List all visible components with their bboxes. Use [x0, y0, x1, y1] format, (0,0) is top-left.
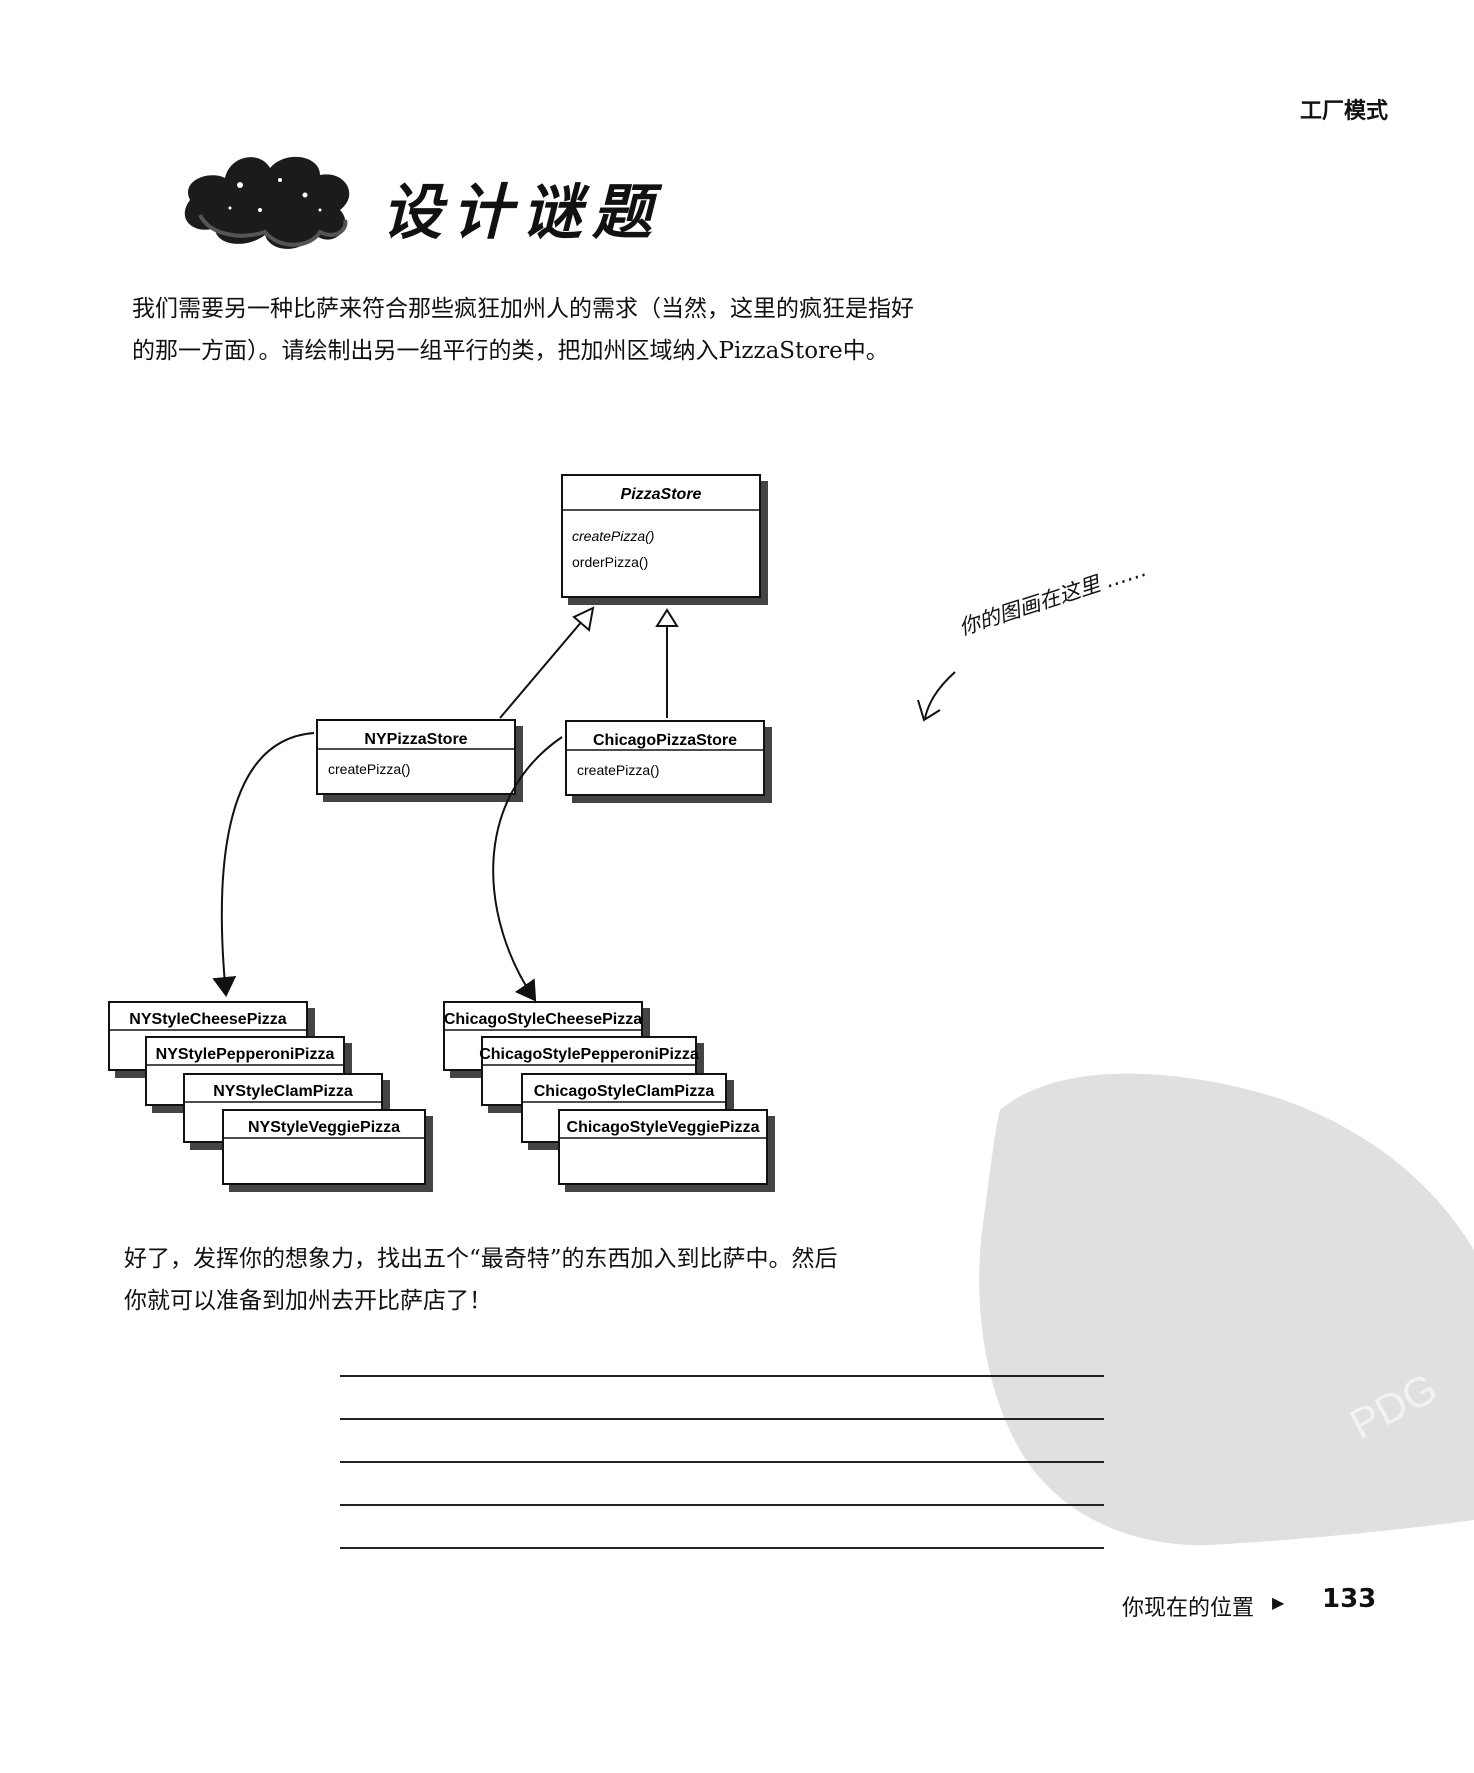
page-number: 133 [1322, 1584, 1377, 1614]
handnote-arrow [924, 671, 956, 719]
class-name: ChicagoPizzaStore [593, 732, 737, 749]
intro-paragraph: 我们需要另一种比萨来符合那些疯狂加州人的需求（当然，这里的疯狂是指好 的那一方面… [132, 288, 1152, 372]
class-name: ChicagoStyleVeggiePizza [567, 1119, 760, 1136]
ny-creates-arrow [212, 732, 315, 997]
class-name: NYStyleCheesePizza [129, 1011, 287, 1028]
class-name: ChicagoStyleClamPizza [534, 1083, 715, 1100]
task-line-2: 你就可以准备到加州去开比萨店了！ [124, 1288, 492, 1314]
handnote-arrowhead [917, 699, 941, 722]
puzzle-piece-icon [184, 156, 350, 249]
footer-location-label: 你现在的位置 [1122, 1596, 1255, 1621]
intro-line-2: 的那一方面）。请绘制出另一组平行的类，把加州区域纳入PizzaStore中。 [132, 338, 889, 364]
puzzle-title: 设计谜题 [382, 178, 662, 248]
inheritance-arrows [499, 606, 679, 719]
class-chicagopizzastore: ChicagoPizzaStore createPizza() [565, 720, 772, 803]
chicago-pizza-stack: ChicagoStyleCheesePizza ChicagoStylePepp… [443, 1001, 775, 1192]
answer-line[interactable] [340, 1375, 1104, 1377]
answer-line[interactable] [340, 1504, 1104, 1506]
method: createPizza() [328, 761, 410, 777]
class-name: PizzaStore [621, 486, 702, 503]
triangle-right-icon: ▶ [1272, 1593, 1285, 1612]
class-name: NYPizzaStore [364, 731, 467, 748]
task-paragraph: 好了，发挥你的想象力，找出五个“最奇特”的东西加入到比萨中。然后 你就可以准备到… [124, 1238, 1004, 1322]
watermark: PDG [979, 1073, 1474, 1546]
class-name: NYStylePepperoniPizza [156, 1046, 335, 1063]
class-name: NYStyleClamPizza [213, 1083, 353, 1100]
class-nypizzastore: NYPizzaStore createPizza() [316, 719, 523, 802]
answer-line[interactable] [340, 1547, 1104, 1549]
ny-pizza-stack: NYStyleCheesePizza NYStylePepperoniPizza… [108, 1001, 433, 1192]
method: createPizza() [572, 528, 654, 544]
answer-line[interactable] [340, 1461, 1104, 1463]
class-name: NYStyleVeggiePizza [248, 1119, 400, 1136]
answer-line[interactable] [340, 1418, 1104, 1420]
method: createPizza() [577, 762, 659, 778]
class-name: ChicagoStyleCheesePizza [444, 1011, 642, 1028]
task-line-1: 好了，发挥你的想象力，找出五个“最奇特”的东西加入到比萨中。然后 [124, 1246, 838, 1272]
running-head: 工厂模式 [1299, 99, 1388, 124]
chicago-creates-arrow [492, 736, 563, 1002]
class-nystyleveggiepizza: NYStyleVeggiePizza [222, 1109, 433, 1192]
class-name: ChicagoStylePepperoniPizza [479, 1046, 699, 1063]
intro-line-1: 我们需要另一种比萨来符合那些疯狂加州人的需求（当然，这里的疯狂是指好 [132, 296, 914, 322]
class-chicagostyleveggiepizza: ChicagoStyleVeggiePizza [558, 1109, 775, 1192]
method: orderPizza() [572, 554, 648, 570]
class-pizzastore: PizzaStore createPizza() orderPizza() [561, 474, 768, 605]
